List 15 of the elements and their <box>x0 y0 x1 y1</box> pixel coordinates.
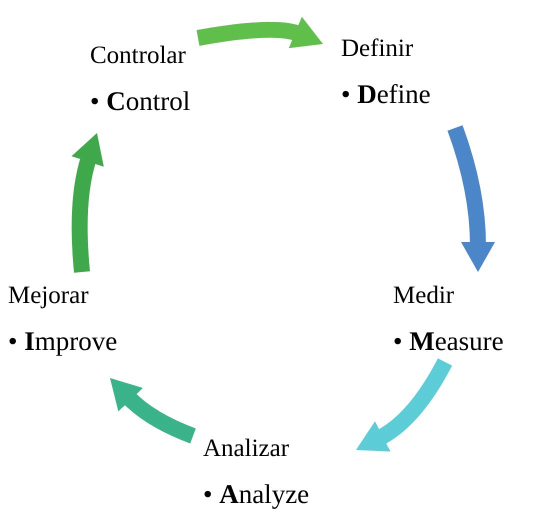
step-item: • Measure <box>393 328 505 355</box>
step-item: • Improve <box>8 328 118 355</box>
step-item: • Control <box>90 88 192 115</box>
step-heading: Analizar <box>203 436 290 461</box>
arrow <box>356 358 452 452</box>
step-item: • Analyze <box>203 481 310 508</box>
step-heading: Definir <box>341 36 414 61</box>
step-heading: Controlar <box>90 43 187 68</box>
arrow <box>196 16 324 49</box>
arrow <box>71 132 104 273</box>
arrow <box>447 125 495 272</box>
step-item: • Define <box>341 81 432 108</box>
step-heading: Medir <box>393 283 456 308</box>
arrow <box>110 378 196 444</box>
step-heading: Mejorar <box>8 283 90 308</box>
